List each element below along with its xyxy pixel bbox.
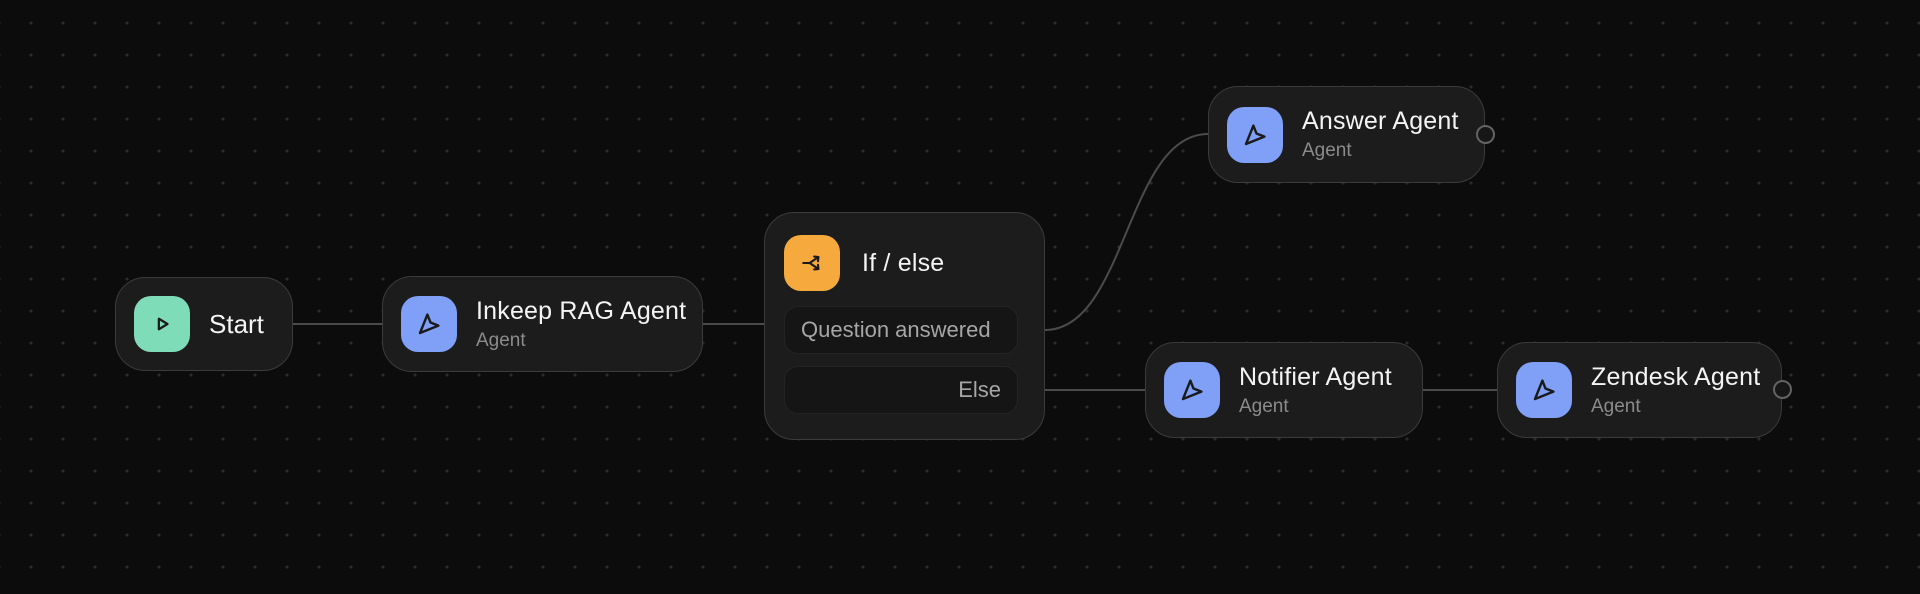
branch-question-answered[interactable]: Question answered [784, 306, 1018, 354]
node-inkeep-rag-agent[interactable]: Inkeep RAG Agent Agent [382, 276, 703, 372]
node-subtitle: Agent [1591, 395, 1641, 417]
branch-label: Else [958, 377, 1001, 402]
node-subtitle: Agent [1239, 395, 1289, 417]
node-answer-agent[interactable]: Answer Agent Agent [1208, 86, 1495, 183]
play-icon [134, 296, 190, 352]
cursor-icon [1227, 106, 1283, 163]
node-notifier-agent[interactable]: Notifier Agent Agent [1145, 342, 1423, 438]
node-zendesk-agent[interactable]: Zendesk Agent Agent [1497, 342, 1792, 438]
branch-else[interactable]: Else [784, 366, 1018, 414]
node-if-else[interactable]: If / else Question answered Else [764, 212, 1045, 440]
node-subtitle: Agent [1302, 140, 1352, 161]
cursor-icon [401, 296, 457, 352]
edge-question-answered-to-answer[interactable] [1044, 133, 1209, 331]
cursor-icon [1516, 362, 1572, 418]
node-start[interactable]: Start [115, 277, 293, 371]
node-title: Zendesk Agent [1591, 362, 1761, 391]
node-title: Answer Agent [1302, 107, 1459, 135]
split-icon [784, 235, 840, 291]
node-title: Start [209, 308, 264, 339]
node-title: Notifier Agent [1239, 362, 1392, 391]
node-title: If / else [862, 248, 945, 277]
branch-label: Question answered [801, 317, 991, 342]
cursor-icon [1164, 362, 1220, 418]
output-handle[interactable] [1773, 380, 1792, 399]
node-title: Inkeep RAG Agent [476, 296, 687, 325]
node-subtitle: Agent [476, 329, 526, 351]
output-handle[interactable] [1476, 124, 1495, 144]
branches: Question answered Else [784, 306, 1018, 414]
condition-header: If / else [784, 235, 1018, 291]
